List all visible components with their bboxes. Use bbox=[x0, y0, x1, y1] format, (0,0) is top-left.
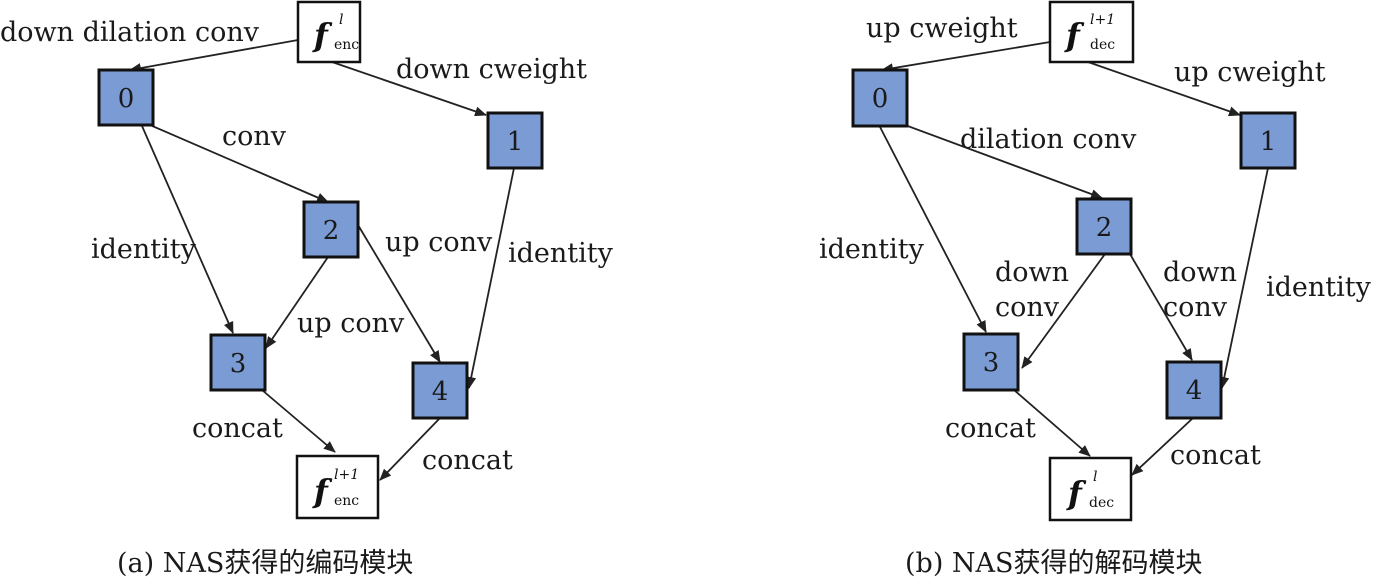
node-label: 1 bbox=[1260, 127, 1277, 157]
panel-a-node-1: 1 bbox=[486, 111, 544, 170]
edge-label-a-1-to-4: identity bbox=[508, 238, 614, 269]
edge-b-1-to-4 bbox=[1219, 167, 1269, 389]
panel-a-node-3: 3 bbox=[209, 333, 267, 392]
output-subscript: dec bbox=[1089, 495, 1114, 511]
panel-a-encoder: f l enc f l+1 enc 0 1 2 3 bbox=[0, 0, 614, 579]
panel-a-input-feature: f l enc bbox=[296, 0, 362, 64]
input-subscript: dec bbox=[1090, 37, 1115, 53]
edge-a-2-to-3 bbox=[265, 256, 329, 349]
edge-a-2-to-4 bbox=[357, 224, 441, 363]
edge-label-a-2-to-3: up conv bbox=[297, 308, 405, 339]
edge-a-in-to-1 bbox=[331, 61, 487, 117]
panel-b-caption: (b) NAS获得的解码模块 bbox=[905, 548, 1203, 579]
output-superscript: l bbox=[1093, 469, 1097, 485]
edge-a-0-to-2 bbox=[149, 124, 329, 203]
input-f-symbol: f bbox=[312, 16, 333, 54]
edge-label-a-4-to-out: concat bbox=[422, 445, 513, 476]
panel-a-node-0: 0 bbox=[97, 68, 155, 127]
node-label: 3 bbox=[983, 348, 1000, 378]
node-label: 1 bbox=[507, 127, 524, 157]
input-f-symbol: f bbox=[1064, 16, 1085, 54]
input-superscript: l+1 bbox=[1090, 12, 1115, 28]
edge-a-3-to-out bbox=[261, 389, 336, 453]
panel-b-node-1: 1 bbox=[1239, 111, 1297, 170]
edge-label-b-2-to-4-line1: down bbox=[1163, 257, 1237, 288]
edge-b-in-to-0 bbox=[881, 41, 1051, 74]
edge-label-b-2-to-3-line2: conv bbox=[995, 292, 1060, 323]
edge-a-4-to-out bbox=[379, 417, 441, 481]
panel-a-node-4: 4 bbox=[411, 361, 469, 420]
input-superscript: l bbox=[339, 12, 343, 28]
edge-b-2-to-3 bbox=[1021, 253, 1106, 369]
edge-label-b-4-to-out: concat bbox=[1170, 440, 1261, 471]
edge-b-0-to-2 bbox=[904, 124, 1103, 199]
panel-b-node-0: 0 bbox=[851, 68, 909, 128]
edge-label-a-3-to-out: concat bbox=[192, 413, 283, 444]
node-label: 2 bbox=[1096, 213, 1113, 243]
node-label: 0 bbox=[118, 84, 135, 114]
panel-b-node-3: 3 bbox=[962, 332, 1020, 392]
edge-label-b-in-to-0: up cweight bbox=[866, 13, 1018, 44]
edge-a-1-to-4 bbox=[466, 167, 515, 389]
output-subscript: enc bbox=[334, 493, 359, 509]
panel-b-input-feature: f l+1 dec bbox=[1048, 0, 1135, 64]
edge-label-a-0-to-3: identity bbox=[91, 234, 197, 265]
node-label: 4 bbox=[1186, 376, 1203, 406]
edge-a-0-to-3 bbox=[141, 125, 234, 334]
edge-label-b-2-to-3-line1: down bbox=[995, 257, 1069, 288]
panel-b-node-4: 4 bbox=[1165, 360, 1223, 420]
edge-b-3-to-out bbox=[1013, 389, 1091, 457]
edge-b-in-to-1 bbox=[1087, 61, 1241, 117]
edge-label-b-3-to-out: concat bbox=[945, 413, 1036, 444]
edge-label-a-in-to-0: down dilation conv bbox=[0, 17, 260, 48]
edge-label-b-1-to-4: identity bbox=[1266, 272, 1372, 303]
panel-a-node-2: 2 bbox=[302, 200, 360, 259]
panel-a-output-feature: f l+1 enc bbox=[295, 454, 380, 520]
panel-a-caption: (a) NAS获得的编码模块 bbox=[117, 548, 413, 579]
panel-b-node-2: 2 bbox=[1075, 197, 1133, 256]
edge-label-a-in-to-1: down cweight bbox=[396, 54, 587, 85]
edge-a-in-to-0 bbox=[129, 39, 299, 73]
edge-b-0-to-3 bbox=[879, 126, 987, 333]
edge-label-b-0-to-2: dilation conv bbox=[960, 124, 1137, 155]
edge-label-b-in-to-1: up cweight bbox=[1174, 57, 1326, 88]
edge-b-4-to-out bbox=[1131, 417, 1194, 476]
node-label: 3 bbox=[230, 349, 247, 379]
input-subscript: enc bbox=[334, 37, 359, 53]
node-label: 4 bbox=[432, 377, 449, 407]
output-f-symbol: f bbox=[312, 472, 333, 510]
node-label: 2 bbox=[323, 216, 340, 246]
edge-label-a-2-to-4: up conv bbox=[385, 227, 493, 258]
node-label: 0 bbox=[872, 84, 889, 114]
output-f-symbol: f bbox=[1066, 474, 1087, 512]
edge-label-b-2-to-4-line2: conv bbox=[1163, 292, 1228, 323]
panel-b-output-feature: f l dec bbox=[1048, 456, 1133, 522]
edge-label-a-0-to-2: conv bbox=[222, 121, 287, 152]
output-superscript: l+1 bbox=[334, 467, 359, 483]
edge-b-2-to-4 bbox=[1129, 253, 1193, 361]
panel-b-decoder: f l+1 dec f l dec 0 1 2 3 bbox=[819, 0, 1372, 579]
edge-label-b-0-to-3: identity bbox=[819, 234, 925, 265]
